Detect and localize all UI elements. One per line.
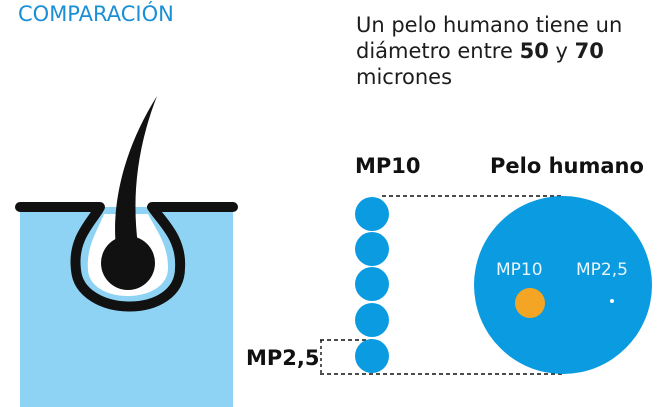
caption: Un pelo humano tiene un diámetro entre 5… bbox=[356, 12, 622, 90]
human-hair-label: Pelo humano bbox=[490, 154, 644, 178]
mp10-particle bbox=[355, 267, 389, 301]
caption-line-1: Un pelo humano tiene un bbox=[356, 13, 623, 37]
mp10-particle bbox=[355, 339, 389, 373]
hair-shaft bbox=[115, 96, 157, 248]
mp10-particle bbox=[355, 232, 389, 266]
caption-value-min: 50 bbox=[519, 39, 549, 63]
mp25-label: MP2,5 bbox=[246, 346, 320, 370]
caption-text: y bbox=[548, 39, 575, 63]
inner-mp25-label: MP2,5 bbox=[576, 260, 628, 280]
mp10-label: MP10 bbox=[355, 154, 421, 178]
caption-value-max: 70 bbox=[574, 39, 604, 63]
hair-bulb bbox=[101, 236, 155, 290]
skin-surface-line bbox=[15, 202, 238, 312]
caption-line-2: diámetro entre 50 y 70 bbox=[356, 38, 622, 64]
mp10-particle bbox=[355, 303, 389, 337]
diagram-title: COMPARACIÓN bbox=[18, 2, 174, 26]
caption-text: diámetro entre bbox=[356, 39, 520, 63]
hair-cross-section bbox=[474, 196, 652, 374]
mp10-scaled-dot bbox=[515, 288, 545, 318]
mp10-particle bbox=[355, 197, 389, 231]
mp25-scaled-dot bbox=[610, 299, 614, 303]
caption-line-3: micrones bbox=[356, 65, 453, 89]
inner-mp10-label: MP10 bbox=[496, 260, 543, 280]
